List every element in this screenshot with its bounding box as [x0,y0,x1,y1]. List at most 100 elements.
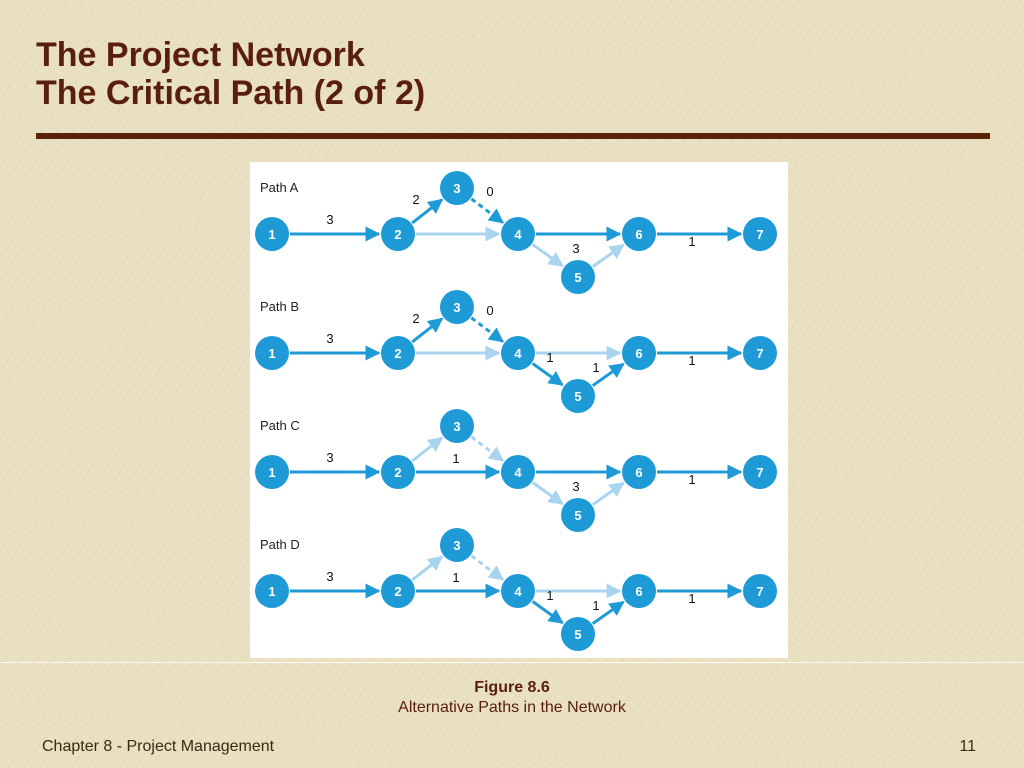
node-5 [561,260,595,294]
node-label: 7 [756,227,763,242]
node-label: 5 [574,508,581,523]
edge-2-3 [411,436,444,463]
node-1 [255,574,289,608]
edge-label: 2 [412,192,419,207]
edge-4-5 [531,243,564,268]
edge-label: 1 [592,360,599,375]
node-3 [440,409,474,443]
edge-label: 3 [326,569,333,584]
node-label: 1 [268,227,275,242]
node-6 [622,455,656,489]
title-rule [36,133,990,139]
node-label: 2 [394,227,401,242]
node-5 [561,617,595,651]
node-label: 6 [635,584,642,599]
node-7 [743,455,777,489]
node-4 [501,455,535,489]
node-label: 4 [514,465,522,480]
footer-rule [0,662,1024,663]
edge-5-6 [591,600,625,625]
node-7 [743,336,777,370]
node-2 [381,336,415,370]
node-3 [440,171,474,205]
node-label: 2 [394,465,401,480]
node-1 [255,336,289,370]
edge-label: 1 [452,451,459,466]
node-3 [440,290,474,324]
title-line-1: The Project Network [36,36,365,74]
footer-chapter: Chapter 8 - Project Management [42,738,275,755]
node-6 [622,217,656,251]
edge-3-4 [470,316,505,343]
node-label: 4 [514,584,522,599]
node-label: 3 [453,538,460,553]
node-5 [561,379,595,413]
node-2 [381,574,415,608]
path-panel-3: Path C 3 1 3 1 1 2 3 4 5 6 7 [255,409,777,532]
node-label: 7 [756,584,763,599]
node-1 [255,217,289,251]
node-label: 7 [756,346,763,361]
edge-label: 3 [326,450,333,465]
node-4 [501,574,535,608]
edge-label: 2 [412,311,419,326]
edge-4-5 [531,600,564,625]
path-label: Path B [260,299,299,314]
node-label: 5 [574,270,581,285]
node-4 [501,217,535,251]
node-7 [743,217,777,251]
figure-description: Alternative Paths in the Network [398,699,626,716]
figure-caption: Figure 8.6 Alternative Paths in the Netw… [0,678,1024,718]
edge-label: 0 [486,184,493,199]
edge-3-4 [470,435,505,462]
edge-label: 1 [688,353,695,368]
node-label: 1 [268,346,275,361]
title-line-2: The Critical Path (2 of 2) [36,74,426,112]
node-label: 5 [574,389,581,404]
edge-label: 1 [592,598,599,613]
node-2 [381,455,415,489]
node-label: 7 [756,465,763,480]
node-1 [255,455,289,489]
node-label: 3 [453,419,460,434]
edge-label: 3 [572,241,579,256]
node-label: 2 [394,346,401,361]
page-number: 11 [959,738,976,755]
path-label: Path A [260,180,299,195]
node-5 [561,498,595,532]
edge-label: 1 [688,591,695,606]
node-6 [622,336,656,370]
node-2 [381,217,415,251]
edge-2-3 [411,555,444,582]
figure-label: Figure 8.6 [474,679,550,696]
path-label: Path D [260,537,300,552]
node-label: 4 [514,346,522,361]
edge-label: 3 [326,212,333,227]
edge-5-6 [591,243,625,268]
node-6 [622,574,656,608]
path-label: Path C [260,418,300,433]
slide-title: The Project Network The Critical Path (2… [36,36,425,112]
node-label: 6 [635,227,642,242]
node-3 [440,528,474,562]
node-label: 6 [635,346,642,361]
edge-3-4 [470,197,505,224]
node-4 [501,336,535,370]
edge-2-3 [411,198,444,225]
node-7 [743,574,777,608]
edge-label: 1 [546,350,553,365]
edge-label: 3 [572,479,579,494]
node-label: 4 [514,227,522,242]
node-label: 1 [268,584,275,599]
node-label: 6 [635,465,642,480]
node-label: 1 [268,465,275,480]
edge-label: 1 [688,472,695,487]
edge-5-6 [591,362,625,387]
edge-4-5 [531,481,564,506]
node-label: 2 [394,584,401,599]
